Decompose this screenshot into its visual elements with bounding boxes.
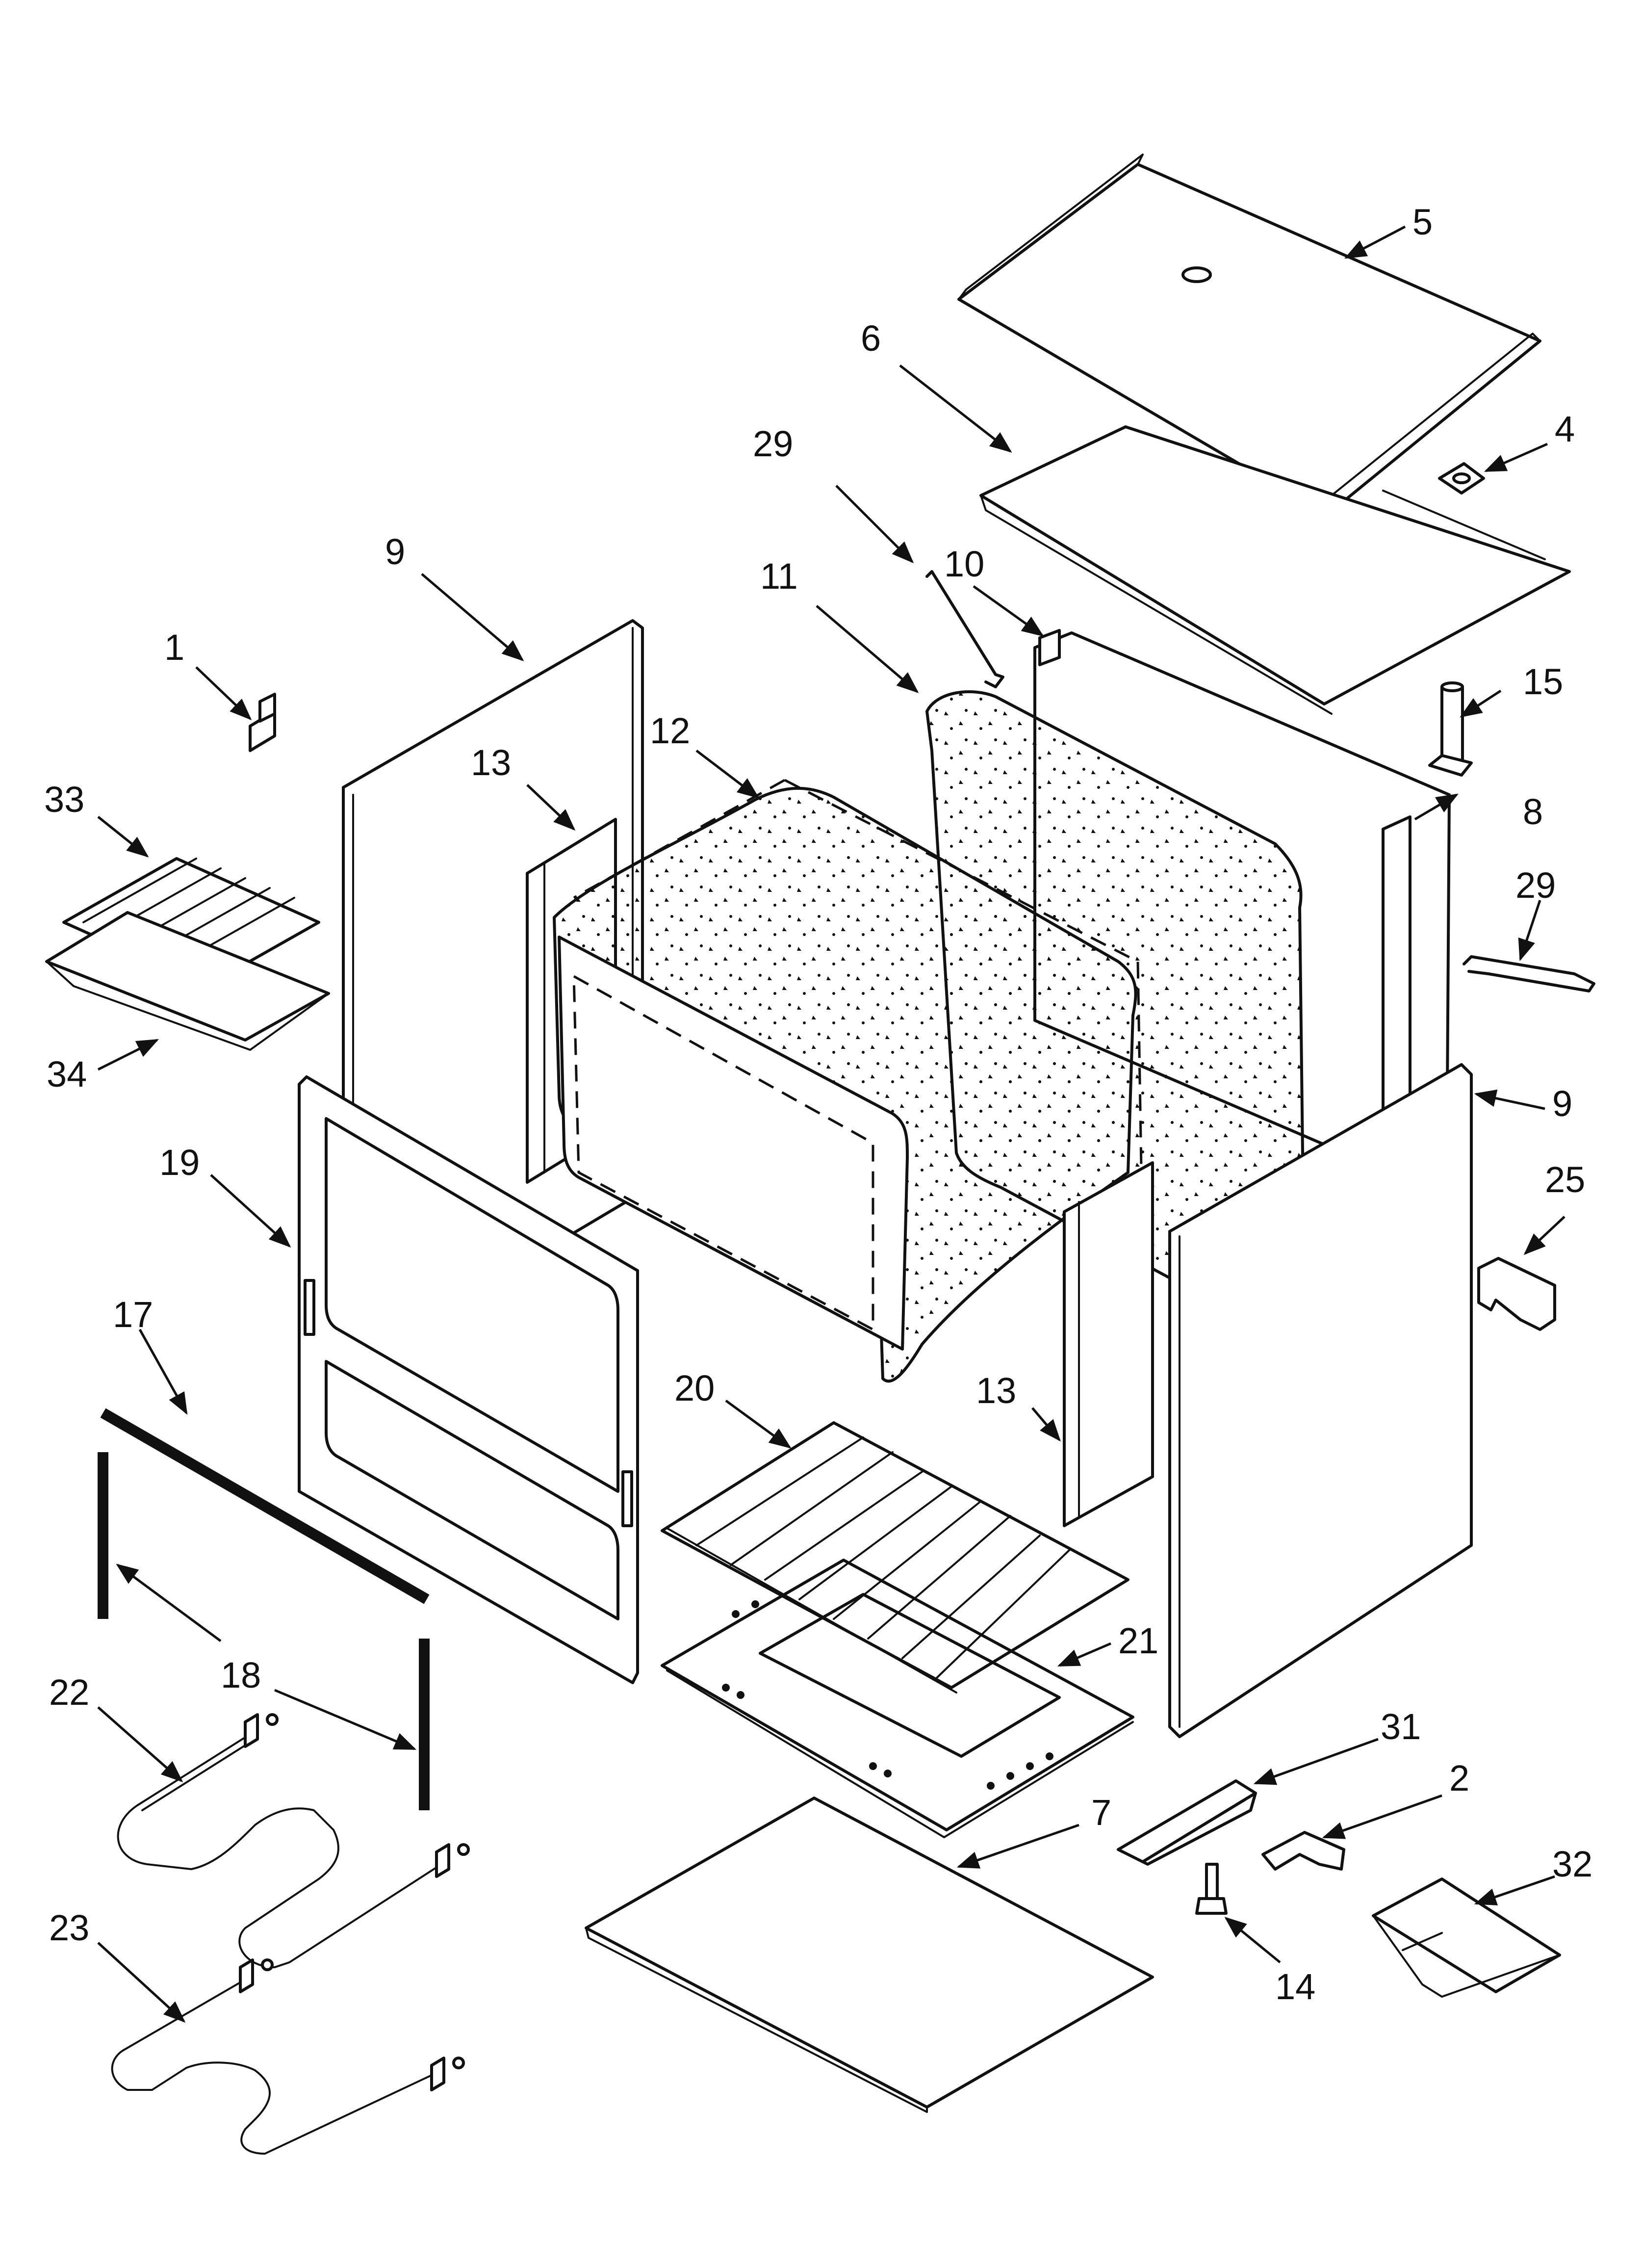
callout-29-top: 29	[753, 423, 793, 464]
callout-8: 8	[1523, 791, 1543, 832]
callout-25: 25	[1545, 1159, 1585, 1200]
callout-10: 10	[944, 544, 984, 584]
oven-rack	[661, 1421, 1129, 1694]
callout-17: 17	[113, 1294, 153, 1335]
callout-19: 19	[159, 1142, 200, 1183]
leader-lines	[97, 225, 1565, 2023]
strap-top	[925, 570, 1004, 688]
callout-labels: 5 6 4 29 10 11 9 15 1 12 13 33 8 29 34 9…	[44, 202, 1592, 2007]
right-channel	[1063, 1161, 1154, 1527]
leveling-screw	[1195, 1863, 1228, 1915]
leg-post	[1428, 681, 1473, 777]
mounting-plate	[1372, 1877, 1561, 1998]
callout-12: 12	[650, 710, 690, 751]
door-gasket-bars	[98, 1408, 430, 1810]
right-side-panel	[1168, 1063, 1473, 1738]
callout-6: 6	[861, 318, 881, 359]
callout-2: 2	[1449, 1758, 1469, 1799]
callout-7: 7	[1091, 1792, 1111, 1833]
strap-right	[1462, 955, 1595, 992]
callout-22: 22	[49, 1672, 89, 1713]
callout-9-left: 9	[385, 531, 405, 572]
callout-23: 23	[49, 1907, 89, 1948]
callout-34: 34	[47, 1054, 87, 1095]
top-panel	[957, 154, 1541, 517]
bottom-panel	[585, 1797, 1154, 2113]
callout-33: 33	[44, 779, 84, 820]
callout-5: 5	[1412, 202, 1433, 242]
callout-4: 4	[1555, 409, 1575, 449]
latch-bracket	[1477, 1257, 1556, 1331]
callout-11: 11	[760, 556, 798, 597]
bake-element	[117, 1713, 470, 1968]
oven-liner-insulation	[553, 779, 1144, 1383]
oven-bottom	[661, 1559, 1134, 1838]
callout-20: 20	[674, 1368, 715, 1408]
callout-1: 1	[164, 627, 184, 668]
callout-9-right: 9	[1552, 1083, 1572, 1124]
callout-31: 31	[1381, 1706, 1421, 1747]
callout-13-right: 13	[976, 1370, 1016, 1411]
callout-21: 21	[1118, 1620, 1158, 1661]
anti-tip-bracket	[1117, 1779, 1257, 1866]
callout-18: 18	[221, 1655, 261, 1695]
callout-29-right: 29	[1515, 865, 1556, 906]
callout-13-left: 13	[471, 742, 511, 783]
front-frame	[298, 1075, 639, 1684]
callout-14: 14	[1275, 1966, 1315, 2007]
broil-element	[111, 1958, 465, 2155]
broil-pan	[45, 911, 330, 1051]
rear-panel	[979, 425, 1571, 715]
bracket-10	[1038, 629, 1061, 666]
callout-32: 32	[1552, 1844, 1592, 1884]
callout-15: 15	[1523, 661, 1563, 702]
bracket-clip	[1261, 1831, 1345, 1871]
clip	[249, 693, 276, 752]
grommet	[1438, 462, 1485, 495]
